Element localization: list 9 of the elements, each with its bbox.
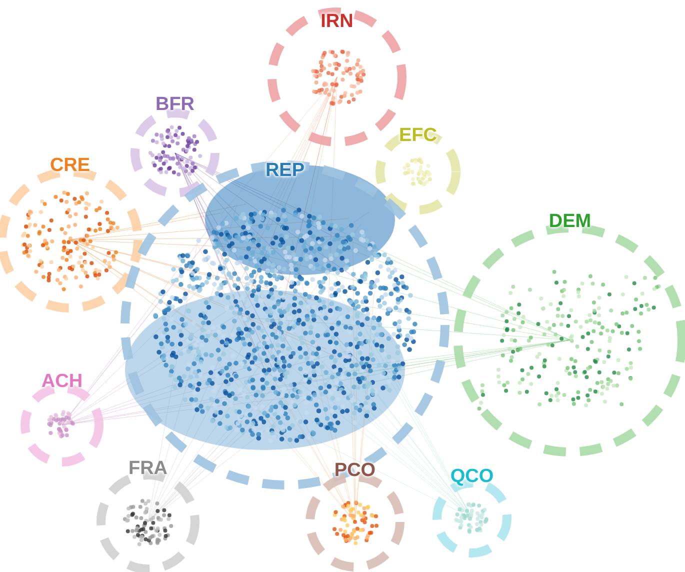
cluster-label: PCO xyxy=(334,461,376,480)
cluster-label: BFR xyxy=(155,95,195,114)
cluster-label: ACH xyxy=(41,372,83,391)
cluster-label: QCO xyxy=(450,467,494,486)
cluster-label: FRA xyxy=(128,459,168,478)
cluster-label: CRE xyxy=(50,156,90,175)
cluster-label: IRN xyxy=(320,12,354,31)
cluster-label: REP xyxy=(265,161,305,180)
cluster-label: DEM xyxy=(548,212,592,231)
